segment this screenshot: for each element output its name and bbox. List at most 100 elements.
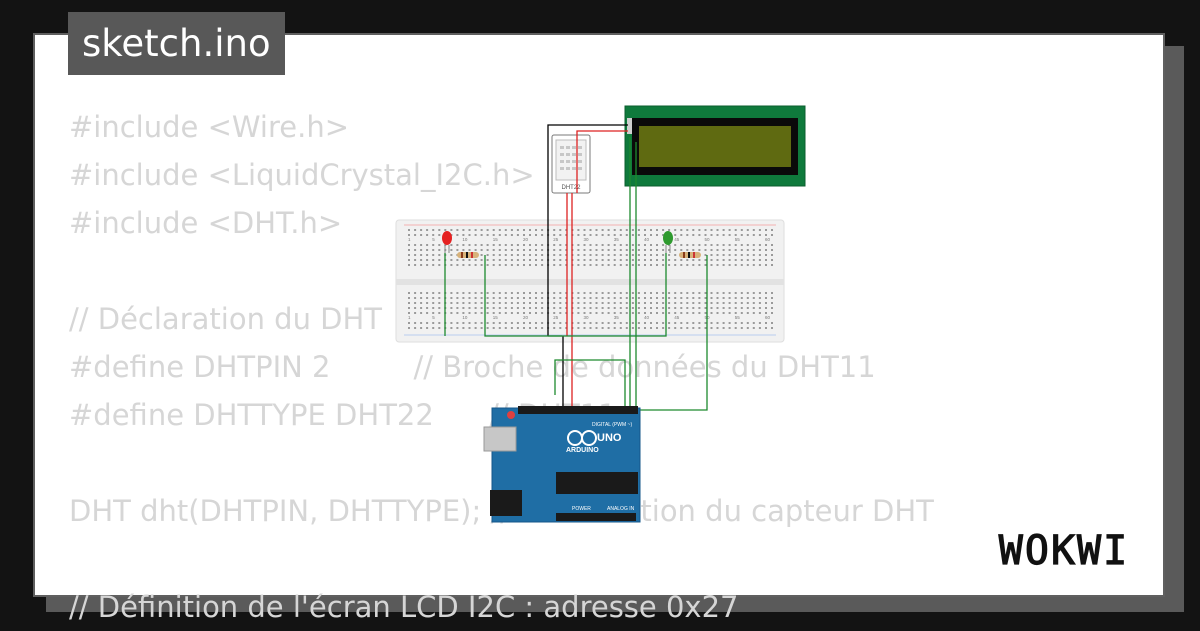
breadboard-hole: [559, 259, 562, 261]
breadboard-hole: [613, 234, 616, 236]
breadboard-hole: [607, 322, 610, 324]
breadboard-hole: [656, 292, 658, 294]
breadboard-hole: [601, 259, 604, 261]
breadboard-hole: [686, 292, 689, 294]
breadboard-hole: [529, 297, 531, 299]
breadboard-hole: [474, 327, 477, 329]
breadboard-hole: [529, 264, 531, 266]
breadboard-hole: [480, 307, 483, 309]
breadboard-hole: [498, 297, 501, 299]
breadboard-hole: [565, 244, 568, 246]
breadboard-hole: [613, 249, 616, 251]
breadboard-hole: [577, 229, 580, 231]
breadboard-hole: [758, 292, 761, 294]
breadboard-hole: [716, 327, 719, 329]
breadboard-hole: [746, 264, 749, 266]
breadboard-hole: [577, 327, 580, 329]
breadboard-hole: [450, 254, 453, 256]
breadboard-hole: [535, 229, 537, 231]
breadboard-hole: [746, 297, 749, 299]
breadboard-hole: [704, 234, 707, 236]
breadboard-hole: [680, 229, 683, 231]
breadboard-hole: [450, 312, 453, 314]
breadboard-hole: [595, 229, 598, 231]
breadboard-hole: [771, 264, 773, 266]
breadboard-hole: [758, 234, 761, 236]
breadboard-hole: [662, 229, 665, 231]
breadboard-hole: [668, 254, 671, 256]
breadboard-hole: [601, 254, 604, 256]
breadboard-hole: [565, 229, 568, 231]
breadboard-hole: [523, 297, 525, 299]
wokwi-logo: WOKWI: [998, 527, 1128, 574]
breadboard-hole: [510, 244, 513, 246]
breadboard-hole: [625, 297, 628, 299]
breadboard-hole: [601, 249, 604, 251]
breadboard-hole: [559, 302, 562, 304]
breadboard: 1155101015152020252530303535404045455050…: [395, 219, 785, 343]
breadboard-hole: [414, 307, 417, 309]
breadboard-hole: [426, 327, 429, 329]
breadboard-hole: [535, 254, 537, 256]
breadboard-hole: [516, 244, 519, 246]
breadboard-hole: [523, 259, 525, 261]
breadboard-hole: [692, 312, 695, 314]
board-model: UNO: [597, 432, 622, 444]
breadboard-hole: [450, 297, 453, 299]
breadboard-hole: [468, 327, 471, 329]
breadboard-hole: [438, 244, 441, 246]
breadboard-hole: [462, 244, 465, 246]
breadboard-hole: [752, 259, 755, 261]
breadboard-hole: [704, 322, 707, 324]
breadboard-hole: [408, 259, 410, 261]
breadboard-hole: [601, 302, 604, 304]
breadboard-hole: [613, 307, 616, 309]
breadboard-hole: [438, 259, 441, 261]
breadboard-hole: [516, 322, 519, 324]
led-green: [663, 231, 673, 253]
breadboard-hole: [752, 322, 755, 324]
breadboard-hole: [716, 292, 719, 294]
breadboard-hole: [510, 229, 513, 231]
breadboard-hole: [765, 322, 767, 324]
breadboard-hole: [492, 322, 495, 324]
breadboard-hole: [577, 254, 580, 256]
breadboard-hole: [613, 322, 616, 324]
breadboard-hole: [644, 244, 646, 246]
breadboard-hole: [631, 244, 634, 246]
breadboard-hole: [607, 307, 610, 309]
breadboard-hole: [619, 327, 622, 329]
breadboard-hole: [607, 264, 610, 266]
breadboard-hole: [752, 297, 755, 299]
breadboard-hole: [529, 244, 531, 246]
breadboard-hole: [656, 229, 658, 231]
breadboard-hole: [541, 254, 544, 256]
breadboard-hole: [474, 249, 477, 251]
breadboard-hole: [698, 249, 701, 251]
resistor-right: [679, 252, 701, 258]
breadboard-hole: [625, 264, 628, 266]
breadboard-hole: [704, 297, 707, 299]
breadboard-hole: [734, 307, 737, 309]
breadboard-hole: [680, 302, 683, 304]
breadboard-hole: [516, 229, 519, 231]
breadboard-hole: [631, 259, 634, 261]
breadboard-hole: [535, 312, 537, 314]
breadboard-hole: [722, 234, 725, 236]
breadboard-hole: [516, 259, 519, 261]
breadboard-hole: [752, 327, 755, 329]
breadboard-hole: [728, 249, 731, 251]
breadboard-hole: [728, 312, 731, 314]
breadboard-hole: [650, 307, 652, 309]
breadboard-hole: [722, 249, 725, 251]
breadboard-hole: [486, 307, 489, 309]
breadboard-hole: [450, 307, 453, 309]
breadboard-hole: [746, 322, 749, 324]
breadboard-column-number: 30: [584, 315, 590, 320]
breadboard-hole: [607, 234, 610, 236]
breadboard-hole: [541, 322, 544, 324]
breadboard-hole: [456, 229, 459, 231]
breadboard-hole: [637, 229, 640, 231]
breadboard-hole: [704, 264, 707, 266]
breadboard-hole: [595, 264, 598, 266]
